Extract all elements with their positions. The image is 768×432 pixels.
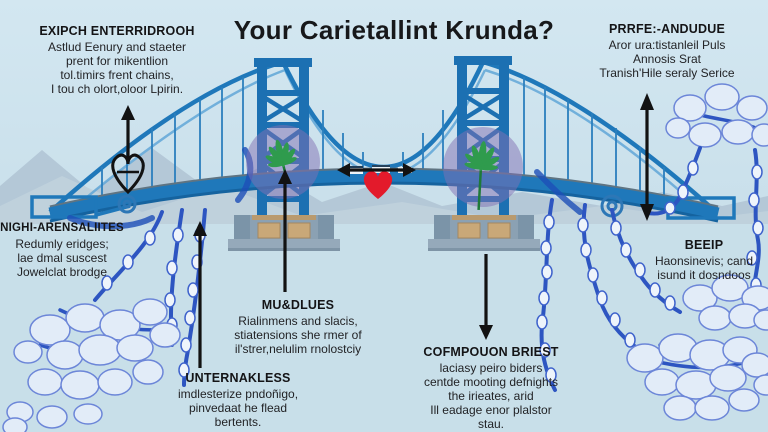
annotation-line: Annosis Srat bbox=[632, 52, 702, 66]
annotation-line: Astlud Eenury and staeter bbox=[47, 40, 187, 54]
annotation-line: Rialinmens and slacis, bbox=[238, 314, 358, 328]
annotation-line: tol.timirs frent chains, bbox=[60, 68, 174, 82]
cannabis-leaf-icon bbox=[265, 139, 297, 184]
annotation-bottom-right: COFMPOUON BRIEST laciasy peiro biders ce… bbox=[389, 345, 594, 431]
right-strand-beads bbox=[536, 214, 676, 383]
annotation-line: isund it dosndoos bbox=[657, 268, 751, 282]
deck-swirls bbox=[117, 194, 624, 218]
annotation-line: Redumly eridges; bbox=[15, 237, 109, 251]
heart-outline-icon bbox=[111, 153, 145, 195]
left-right-arrow-center bbox=[337, 163, 416, 177]
annotation-line: Jowelclat brodge bbox=[16, 265, 108, 279]
annotation-line: I tou ch olort,oloor Lpirin. bbox=[50, 82, 184, 96]
annotation-heading: COFMPOUON BRIEST bbox=[423, 345, 559, 359]
annotation-mid-right: BEEIP Haonsinevis; cand isund it dosndoo… bbox=[624, 238, 768, 282]
down-arrow-right-tower bbox=[479, 254, 493, 340]
annotation-arrows bbox=[121, 93, 654, 368]
annotation-heading: NIGHI-ARENSALIITES bbox=[0, 222, 124, 234]
annotation-heading: MU&DLUES bbox=[261, 298, 335, 312]
annotation-line: imdlesterize pndoñigo, bbox=[177, 387, 299, 401]
annotation-line: pinvedaat he flead bbox=[188, 401, 288, 415]
page-title: Your Carietallint Krunda? bbox=[233, 15, 555, 45]
annotation-line: centde mooting defnights bbox=[423, 375, 559, 389]
annotation-line: the irieates, arid bbox=[448, 389, 534, 403]
right-top-cluster bbox=[665, 83, 768, 148]
right-edge-strand bbox=[746, 148, 764, 307]
annotation-line: laciasy peiro biders bbox=[439, 361, 543, 375]
annotation-line: il'strer,nelulim rnolostciy bbox=[234, 342, 362, 356]
annotation-heading: PRRFE:-ANDUDUE bbox=[609, 22, 725, 36]
annotation-heading: EXIPCH ENTERRIDROOH bbox=[39, 24, 195, 38]
annotation-heading: BEEIP bbox=[684, 238, 724, 252]
annotation-mid-left: NIGHI-ARENSALIITES Redumly eridges; lae … bbox=[0, 221, 137, 279]
annotation-top-right: PRRFE:-ANDUDUE Aror ura:tistanleil Puls … bbox=[562, 22, 768, 80]
bottom-right-cluster bbox=[626, 274, 768, 421]
annotation-line: Aror ura:tistanleil Puls bbox=[608, 38, 726, 52]
annotation-line: lae dmal suscest bbox=[17, 251, 107, 265]
annotation-center: MU&DLUES Rialinmens and slacis, stiatens… bbox=[203, 298, 393, 356]
annotation-line: Tranish'Hile seraly Serice bbox=[599, 66, 735, 80]
right-tower-base bbox=[428, 215, 540, 251]
annotation-line: stiatensions she rmer of bbox=[234, 328, 362, 342]
annotation-line: prent for mikentlion bbox=[65, 54, 169, 68]
annotation-line: Ill eadage enor plalstor bbox=[430, 403, 552, 417]
right-tower-badge bbox=[443, 127, 523, 211]
annotation-heading: UNTERNAKLESS bbox=[185, 371, 291, 385]
up-arrow-bottom-left bbox=[193, 221, 207, 368]
right-hanging-chain bbox=[646, 146, 702, 216]
up-down-arrow-right bbox=[640, 93, 654, 221]
annotation-top-left: EXIPCH ENTERRIDROOH Astlud Eenury and st… bbox=[17, 24, 217, 96]
annotation-bottom-left: UNTERNAKLESS imdlesterize pndoñigo, pinv… bbox=[143, 371, 333, 429]
annotation-line: Haonsinevis; cand bbox=[654, 254, 754, 268]
up-arrow-left-tower bbox=[278, 169, 292, 292]
annotation-line: bertents. bbox=[214, 415, 262, 429]
left-molecule-cluster bbox=[2, 298, 181, 432]
left-tower-badge bbox=[246, 125, 320, 199]
up-arrow-top-left bbox=[121, 105, 135, 158]
red-heart-icon bbox=[363, 171, 393, 199]
annotation-line: stau. bbox=[477, 417, 504, 431]
cannabis-leaf-icon bbox=[464, 141, 500, 211]
